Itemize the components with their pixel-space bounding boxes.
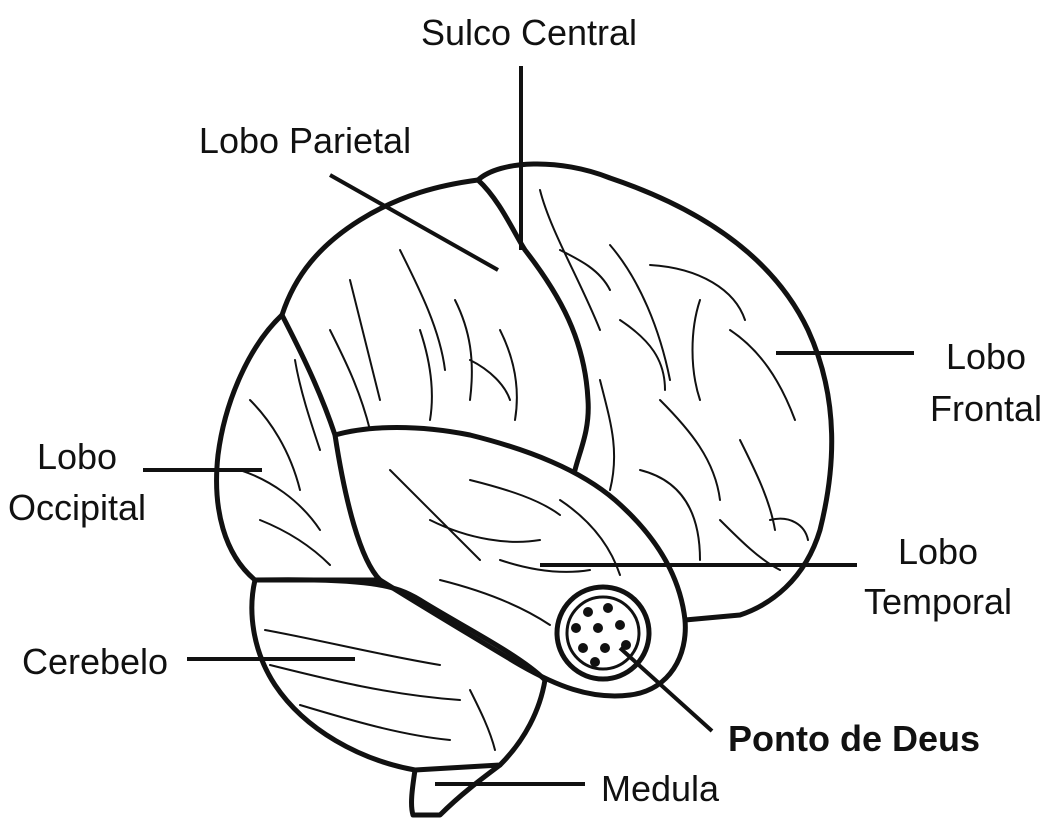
temporal-lobe-label-line2: Temporal (864, 581, 1012, 622)
medulla-stem (412, 765, 500, 815)
leader-god-spot (620, 648, 712, 731)
occipital-lobe-label-line1: Lobo (37, 436, 117, 477)
medulla-label: Medula (601, 768, 720, 809)
parietal-lobe-label: Lobo Parietal (199, 120, 411, 161)
god-spot-marker (557, 587, 649, 679)
parietal-lobe (282, 180, 517, 435)
frontal-lobe-label-line2: Frontal (930, 388, 1042, 429)
temporal-lobe-label-line1: Lobo (898, 531, 978, 572)
central-sulcus-line (478, 180, 588, 470)
occipital-lobe (217, 315, 380, 580)
central-sulcus-label: Sulco Central (421, 12, 637, 53)
god-spot-label: Ponto de Deus (728, 718, 980, 759)
cerebellum (252, 580, 545, 770)
frontal-lobe (478, 164, 832, 620)
cerebellum-label: Cerebelo (22, 641, 168, 682)
frontal-lobe-label-line1: Lobo (946, 336, 1026, 377)
occipital-lobe-label-line2: Occipital (8, 487, 146, 528)
